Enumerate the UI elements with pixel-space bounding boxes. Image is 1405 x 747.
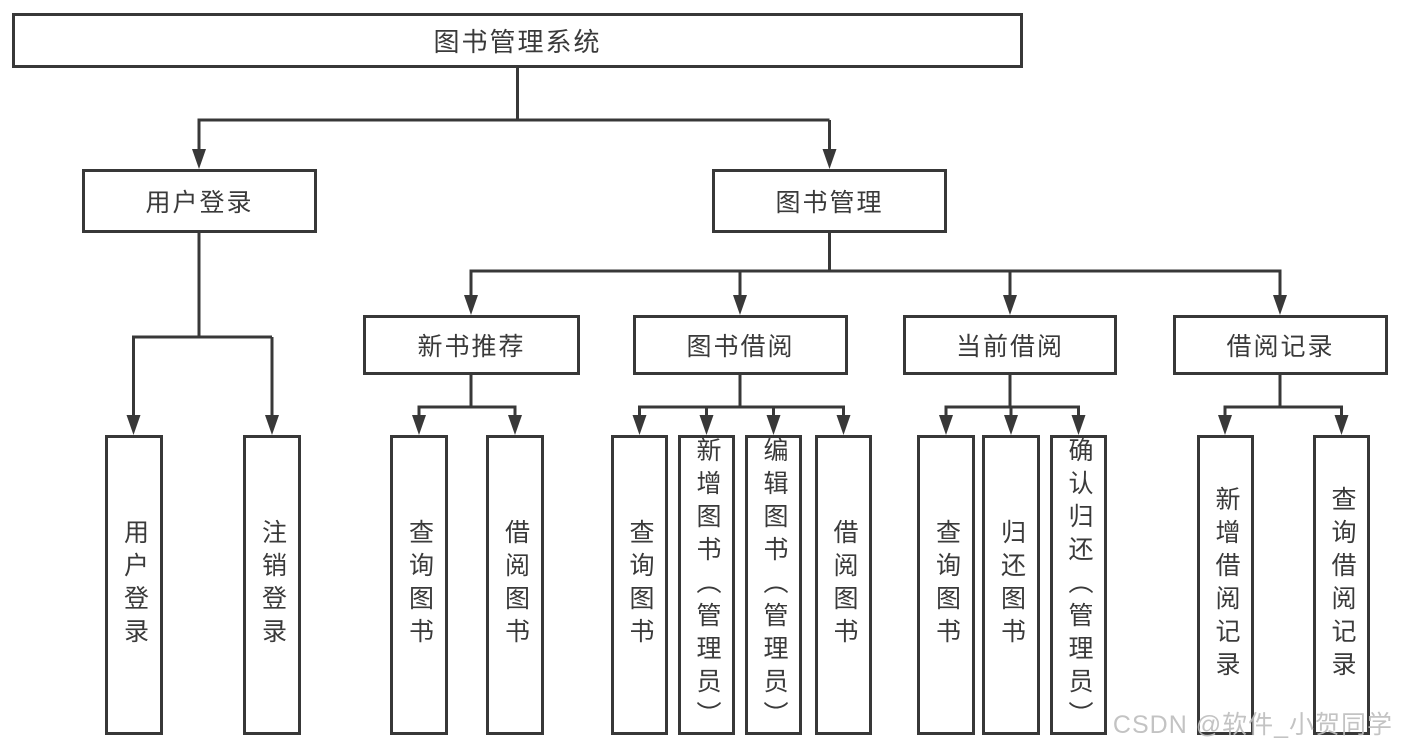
- node-label: 查询图书: [932, 519, 961, 651]
- node-label: 当前借阅: [955, 333, 1064, 361]
- node-label: 归还图书: [997, 519, 1026, 651]
- node-label: 借阅图书: [830, 519, 858, 651]
- node-label: 用户登录: [145, 189, 254, 217]
- leaf-add-borrow-record: 新增借阅记录: [1197, 435, 1254, 735]
- leaf-query-books-current: 查询图书: [917, 435, 975, 735]
- node-label: 新增借阅记录: [1212, 486, 1240, 684]
- node-book-borrowing: 图书借阅: [633, 315, 848, 375]
- node-label: 图书借阅: [686, 333, 795, 361]
- node-label: 查询图书: [626, 519, 654, 651]
- node-label: 注销登录: [258, 519, 287, 651]
- node-current-borrowing: 当前借阅: [903, 315, 1117, 375]
- node-new-book-recommendation: 新书推荐: [363, 315, 580, 375]
- node-label: 图书管理: [775, 189, 884, 217]
- leaf-query-borrow-record: 查询借阅记录: [1313, 435, 1370, 735]
- leaf-edit-book-admin: 编辑图书（管理员）: [745, 435, 802, 735]
- node-label: 借阅图书: [501, 519, 530, 651]
- node-user-login: 用户登录: [82, 169, 317, 233]
- leaf-query-books-borrow: 查询图书: [611, 435, 668, 735]
- leaf-return-book: 归还图书: [982, 435, 1040, 735]
- node-label: 新增图书（管理员）: [693, 436, 721, 734]
- csdn-watermark: CSDN @软件_小贺同学: [1112, 711, 1393, 739]
- leaf-borrow-books: 借阅图书: [815, 435, 872, 735]
- node-label: 确认归还（管理员）: [1065, 436, 1093, 734]
- node-label: 查询借阅记录: [1328, 486, 1356, 684]
- leaf-query-books-recommend: 查询图书: [390, 435, 448, 735]
- node-label: 借阅记录: [1226, 333, 1335, 361]
- node-label: 新书推荐: [417, 333, 526, 361]
- leaf-confirm-return-admin: 确认归还（管理员）: [1050, 435, 1107, 735]
- node-borrowing-records: 借阅记录: [1173, 315, 1388, 375]
- leaf-borrow-books-recommend: 借阅图书: [486, 435, 544, 735]
- node-label: 查询图书: [405, 519, 434, 651]
- leaf-add-book-admin: 新增图书（管理员）: [678, 435, 735, 735]
- node-label: 图书管理系统: [433, 27, 602, 57]
- leaf-logout: 注销登录: [243, 435, 301, 735]
- node-library-management-system: 图书管理系统: [12, 13, 1023, 68]
- node-book-management: 图书管理: [712, 169, 947, 233]
- leaf-user-login: 用户登录: [105, 435, 163, 735]
- node-label: 用户登录: [120, 519, 149, 651]
- node-label: 编辑图书（管理员）: [760, 436, 788, 734]
